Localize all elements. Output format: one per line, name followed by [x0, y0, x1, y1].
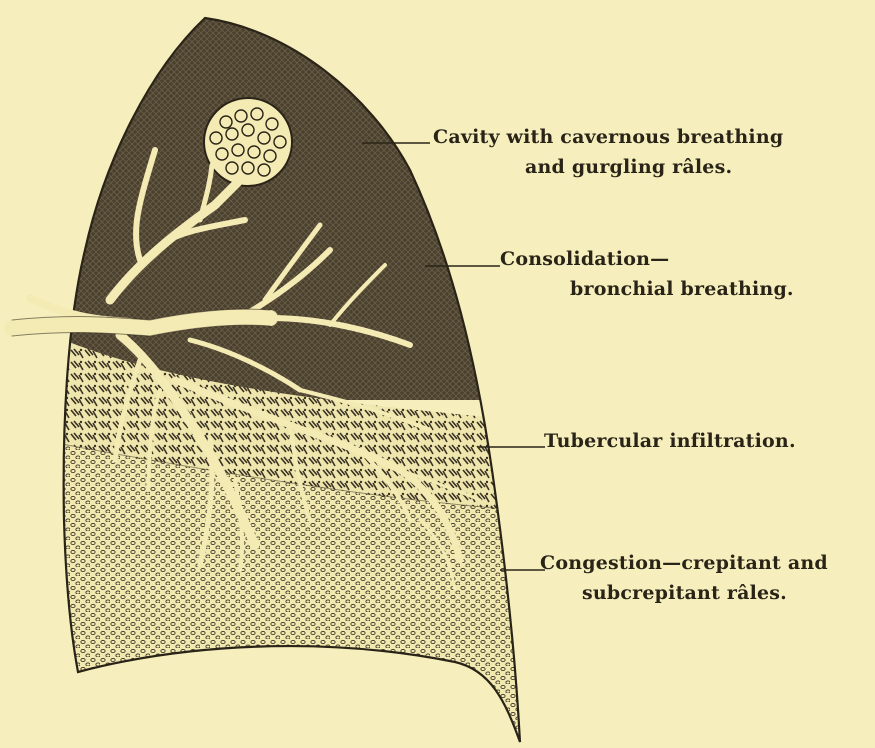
congestion-label-line1: Congestion—crepitant and — [540, 548, 828, 578]
congestion-label-line2: subcrepitant râles. — [540, 578, 828, 608]
cavity-label-line1: Cavity with cavernous breathing — [433, 122, 783, 152]
consolidation-label-line2: bronchial breathing. — [500, 274, 794, 304]
consolidation-label: Consolidation— bronchial breathing. — [500, 244, 794, 305]
cavity-label: Cavity with cavernous breathing and gurg… — [433, 122, 783, 183]
congestion-label: Congestion—crepitant and subcrepitant râ… — [540, 548, 828, 609]
infiltration-label-line1: Tubercular infiltration. — [544, 426, 796, 456]
cavity — [204, 98, 292, 186]
infiltration-label: Tubercular infiltration. — [544, 426, 796, 456]
cavity-label-line2: and gurgling râles. — [433, 152, 783, 182]
consolidation-label-line1: Consolidation— — [500, 244, 794, 274]
